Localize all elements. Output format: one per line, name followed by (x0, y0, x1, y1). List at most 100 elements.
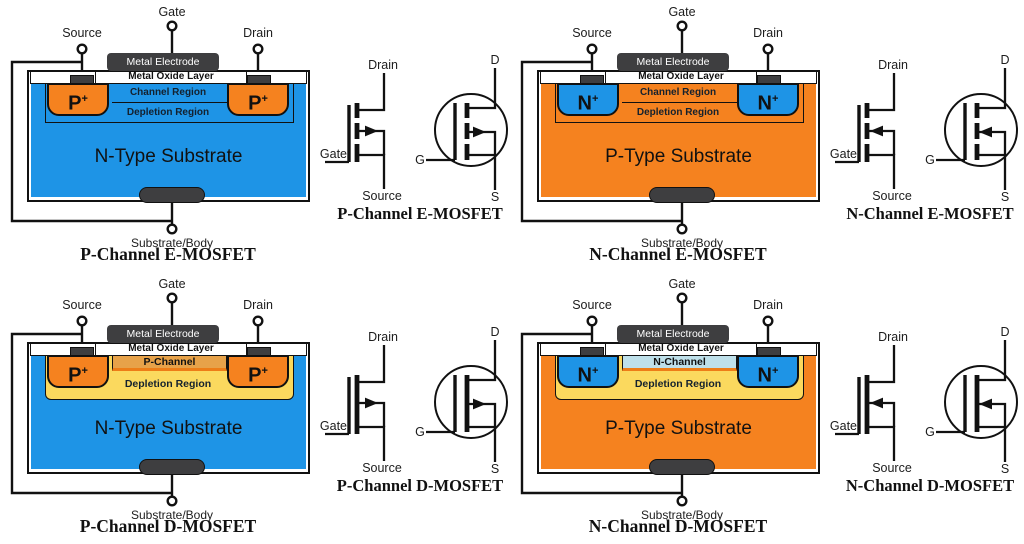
symbol-drain-label: Drain (878, 330, 908, 344)
body-terminal-circle (166, 223, 178, 235)
drain-label: Drain (243, 298, 273, 312)
source-body-wire (10, 332, 172, 495)
well-sup: + (772, 365, 779, 377)
well-sup: + (261, 365, 268, 377)
depletion-region-label: Depletion Region (126, 107, 210, 118)
symbol-g-label: G (925, 153, 935, 167)
body-contact (139, 459, 205, 475)
symbol-source-lead (867, 425, 896, 461)
gate-terminal-circle (166, 292, 178, 304)
symbol-drain-lead (977, 68, 1007, 110)
gate-label: Gate (158, 277, 186, 291)
well-label: P (248, 364, 262, 387)
cross-section-title: P-Channel D-MOSFET (79, 516, 257, 536)
well-sup: + (81, 93, 88, 105)
symbol-arrow-in (870, 125, 883, 137)
symbol-d-label: D (1000, 53, 1009, 67)
symbol-s-label: S (491, 462, 499, 474)
well-label: N (757, 364, 772, 387)
source-body-wire (520, 60, 682, 223)
well-left: N+ (557, 83, 619, 116)
well-right: N+ (737, 83, 799, 116)
symbol-source-lead (867, 153, 896, 189)
symbol-caption: N-Channel D-MOSFET (845, 476, 1015, 495)
symbol-drain-lead (357, 73, 386, 112)
cross-section-title: N-Channel D-MOSFET (588, 516, 768, 536)
symbol-g-label: G (925, 425, 935, 439)
channel-strip-label: P-Channel (143, 356, 196, 368)
symbol-drain-label: Drain (368, 58, 398, 72)
schematic-symbol: Drain Gate Source (830, 58, 912, 202)
schematic-symbol: Drain Gate Source (830, 330, 912, 474)
well-label: P (68, 364, 82, 387)
well-sup: + (592, 93, 599, 105)
source-label: Source (572, 298, 612, 312)
symbol-drain-lead (467, 340, 497, 382)
substrate-body-label: Substrate/Body (130, 508, 214, 522)
metal-electrode: Metal Electrode (617, 325, 729, 343)
source-label: Source (572, 26, 612, 40)
drain-terminal-circle (252, 315, 264, 327)
well-label: N (577, 364, 592, 387)
symbol-gate-label: Gate (320, 419, 347, 433)
symbol-source-lead (977, 153, 1007, 190)
well-right: P+ (227, 355, 289, 388)
symbol-body-lead (467, 402, 497, 427)
symbol-drain-lead (867, 345, 896, 384)
symbol-source-label: Source (872, 189, 912, 202)
well-left: N+ (557, 355, 619, 388)
gate-terminal-circle (676, 20, 688, 32)
symbol-g-label: G (415, 425, 425, 439)
depletion-region-label: Depletion Region (124, 378, 212, 390)
well-right: N+ (737, 355, 799, 388)
symbol-caption: P-Channel E-MOSFET (337, 204, 503, 223)
body-terminal-circle (676, 223, 688, 235)
terminal-wiring (10, 292, 264, 507)
symbol-s-label: S (1001, 190, 1009, 202)
well-label: P (68, 92, 82, 115)
symbol-arrow-in (979, 126, 992, 138)
symbol-source-label: Source (362, 461, 402, 474)
source-label: Source (62, 298, 102, 312)
source-label: Source (62, 26, 102, 40)
symbol-s-label: S (1001, 462, 1009, 474)
gate-label: Gate (158, 5, 186, 19)
symbol-caption: N-Channel E-MOSFET (846, 204, 1014, 223)
symbol-gate-label: Gate (830, 147, 857, 161)
source-terminal-circle (586, 43, 598, 55)
metal-oxide-layer: Metal Oxide Layer (605, 343, 757, 356)
depletion-region-label: Depletion Region (636, 107, 720, 118)
cross-section-title: P-Channel E-MOSFET (80, 244, 256, 264)
metal-oxide-layer: Metal Oxide Layer (95, 343, 247, 356)
symbol-source-lead (467, 153, 497, 190)
substrate-body-label: Substrate/Body (640, 236, 724, 250)
symbol-drain-label: Drain (878, 58, 908, 72)
drain-terminal-circle (762, 315, 774, 327)
substrate-label: P-Type Substrate (605, 146, 752, 167)
gate-terminal-circle (676, 292, 688, 304)
symbol-arrow-in (979, 398, 992, 410)
symbol-drain-lead (977, 340, 1007, 382)
body-contact (139, 187, 205, 203)
symbol-g-label: G (415, 153, 425, 167)
circle-schematic-symbol: D G S (415, 325, 508, 474)
symbol-d-label: D (1000, 325, 1009, 339)
substrate-label: P-Type Substrate (605, 418, 752, 439)
drain-label: Drain (753, 298, 783, 312)
circle-schematic-symbol: D G S (925, 325, 1018, 474)
body-contact (649, 459, 715, 475)
drain-terminal-circle (762, 43, 774, 55)
terminal-wiring (520, 20, 774, 235)
gate-label: Gate (668, 277, 696, 291)
source-body-wire (520, 332, 682, 495)
schematic-symbol: Drain Gate Source (320, 330, 402, 474)
channel-depletion-divider (112, 102, 227, 103)
symbol-circle (434, 365, 508, 439)
symbol-gate-label: Gate (830, 419, 857, 433)
symbol-d-label: D (490, 53, 499, 67)
symbol-source-lead (467, 425, 497, 462)
symbol-source-lead (357, 425, 386, 461)
well-label: P (248, 92, 262, 115)
quadrant-p-channel-e-mosfet: Source Gate Drain Channel Region Depleti… (0, 0, 514, 272)
